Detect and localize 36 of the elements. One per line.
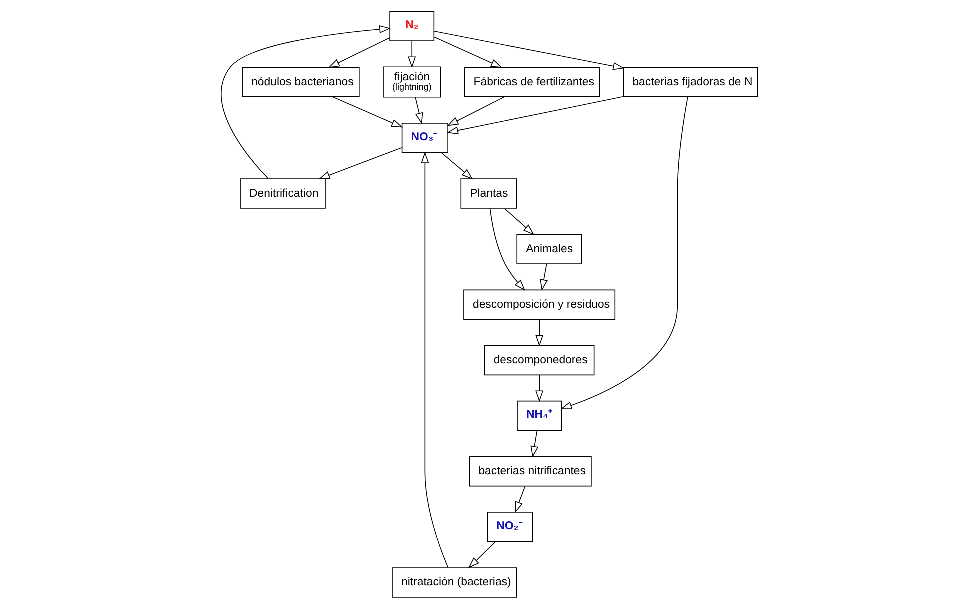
arrow xyxy=(318,147,402,180)
arrow xyxy=(540,264,548,292)
arrow xyxy=(442,152,474,180)
node-box: nódulos bacterianos xyxy=(242,67,360,98)
arrow xyxy=(536,375,544,402)
arrow xyxy=(332,96,404,128)
node-box: Plantas xyxy=(460,178,518,209)
arrow xyxy=(221,26,392,180)
arrow xyxy=(468,542,496,568)
arrow xyxy=(490,208,526,292)
node-box: nitratación (bacterias) xyxy=(392,568,518,598)
arrow xyxy=(408,40,416,68)
node-box: N₂ xyxy=(390,11,435,42)
arrow xyxy=(446,96,624,135)
arrow xyxy=(447,96,506,126)
node-box: NH₄⁺ xyxy=(517,400,562,432)
arrow xyxy=(530,430,539,458)
arrow xyxy=(328,38,390,68)
arrow xyxy=(434,36,503,68)
node-box: bacterias fijadoras de N xyxy=(623,67,758,98)
node-box: descomponedores xyxy=(484,345,595,376)
arrow xyxy=(504,208,535,236)
arrow xyxy=(415,97,424,124)
node-box: fijación (lightning) xyxy=(383,66,442,98)
node-box: Animales xyxy=(516,234,582,264)
arrow xyxy=(515,486,526,514)
arrow xyxy=(560,96,688,410)
node-box: Denitrification xyxy=(240,178,326,209)
node-box: NO₂⁻ xyxy=(487,512,534,542)
node-box: Fábricas de fertilizantes xyxy=(464,67,600,98)
node-box: bacterias nitrificantes xyxy=(469,456,592,487)
arrow xyxy=(536,319,544,347)
node-box: descomposición y residuos xyxy=(464,290,616,320)
node-box: NO₃⁻ xyxy=(402,123,448,154)
arrow xyxy=(421,152,449,568)
arrow xyxy=(434,31,625,70)
